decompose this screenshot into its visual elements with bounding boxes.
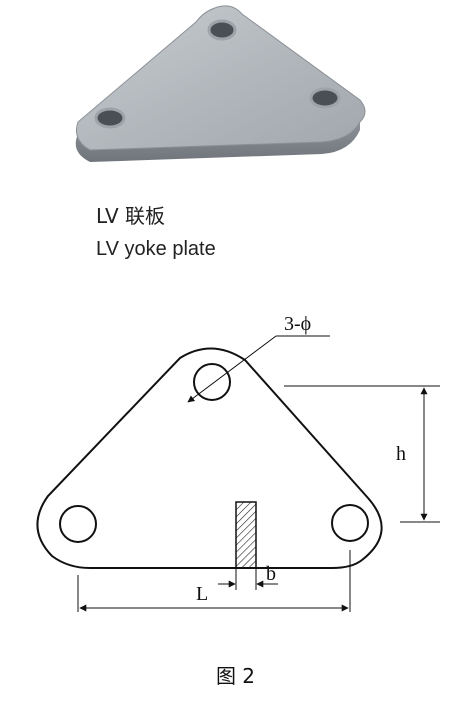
hole-leader bbox=[187, 335, 277, 403]
drawing-left-hole bbox=[59, 505, 97, 543]
height-label: h bbox=[396, 443, 406, 465]
length-label: L bbox=[196, 583, 208, 605]
plate-top-face bbox=[76, 5, 366, 151]
hole-label: 3-ϕ bbox=[284, 313, 311, 335]
caption-english: LV yoke plate bbox=[96, 238, 216, 260]
drawing-right-hole bbox=[331, 504, 369, 542]
right-hole bbox=[309, 87, 341, 109]
plate-edge bbox=[75, 118, 360, 162]
plate-outline bbox=[36, 347, 383, 569]
left-hole bbox=[94, 107, 126, 129]
technical-drawing: 3-ϕ h L b bbox=[36, 313, 440, 612]
section-hatch bbox=[235, 501, 257, 569]
thickness-label: b bbox=[266, 563, 276, 585]
drawing-top-hole bbox=[193, 363, 231, 401]
top-hole bbox=[207, 19, 237, 41]
yoke-plate-photo bbox=[75, 5, 366, 162]
figure-label: 图 2 bbox=[215, 664, 256, 688]
caption-chinese: LV 联板 bbox=[96, 204, 165, 228]
